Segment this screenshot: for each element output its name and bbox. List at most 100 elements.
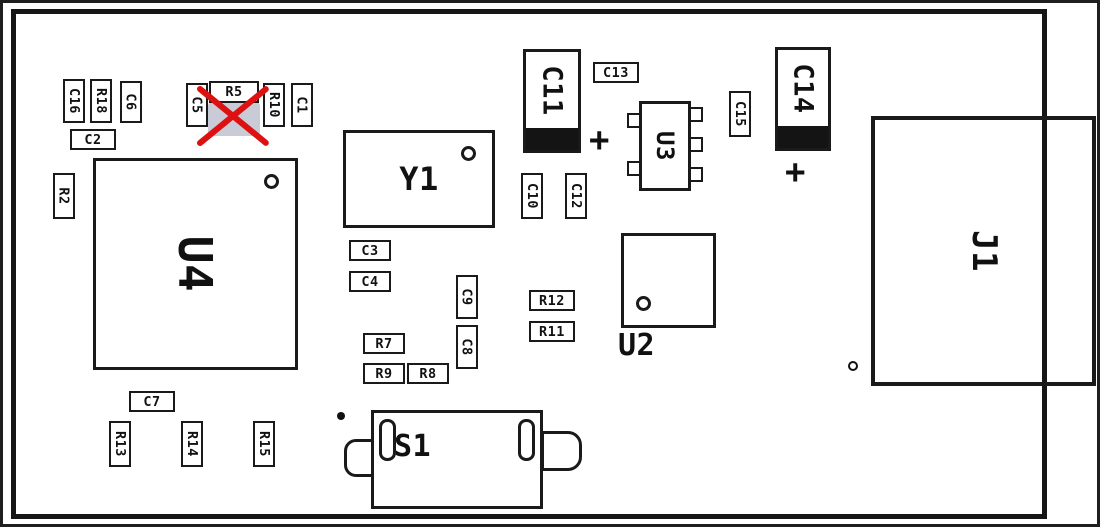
component-u3-label: U3 xyxy=(651,131,679,161)
component-c3-label-wrap: C3 xyxy=(351,242,389,259)
component-c2-label: C2 xyxy=(84,131,102,148)
r5-red-cross-mark xyxy=(195,84,271,148)
s1-right-actuator xyxy=(541,431,582,471)
component-c2-label-wrap: C2 xyxy=(72,131,114,148)
component-r15-label-wrap: R15 xyxy=(255,423,273,465)
component-c6: C6 xyxy=(120,81,142,123)
component-c15: C15 xyxy=(729,91,751,137)
component-c9: C9 xyxy=(456,275,478,319)
component-r12-label: R12 xyxy=(539,292,565,309)
component-r13-label: R13 xyxy=(112,431,129,457)
c14-polarity-band xyxy=(778,126,828,148)
component-c7-label: C7 xyxy=(143,393,161,410)
component-c6-label: C6 xyxy=(122,93,139,111)
u4-pin1-marker xyxy=(264,174,279,189)
component-c11: C11 xyxy=(523,49,581,153)
component-c4-label: C4 xyxy=(361,273,379,290)
c14-plus-sign: + xyxy=(785,152,806,192)
component-c14: C14 xyxy=(775,47,831,151)
component-u4-label: U4 xyxy=(168,235,223,293)
component-r2-label: R2 xyxy=(55,187,72,205)
component-c12-label-wrap: C12 xyxy=(567,175,585,217)
component-r10-label: R10 xyxy=(266,92,283,118)
component-r7-label-wrap: R7 xyxy=(365,335,403,352)
component-y1-label: Y1 xyxy=(399,160,439,198)
component-j1-label-wrap: J1 xyxy=(875,120,1092,382)
component-c14-label: C14 xyxy=(787,62,819,114)
s1-pin1-dot xyxy=(337,412,345,420)
j1-pin-dot xyxy=(848,361,858,371)
component-r9-label-wrap: R9 xyxy=(365,365,403,382)
component-c9-label: C9 xyxy=(458,288,475,306)
component-r12-label-wrap: R12 xyxy=(531,292,573,309)
component-u3-label-wrap: U3 xyxy=(642,104,688,188)
component-r14: R14 xyxy=(181,421,203,467)
component-c15-label: C15 xyxy=(732,101,749,127)
component-r5: R5 xyxy=(209,81,259,103)
component-c12-label: C12 xyxy=(568,183,585,209)
component-r18-label-wrap: R18 xyxy=(92,81,110,121)
component-c8-label-wrap: C8 xyxy=(458,327,476,367)
component-c3-label: C3 xyxy=(361,242,379,259)
component-r13: R13 xyxy=(109,421,131,467)
component-r11: R11 xyxy=(529,321,575,342)
component-r2: R2 xyxy=(53,173,75,219)
component-c3: C3 xyxy=(349,240,391,261)
component-r12: R12 xyxy=(529,290,575,311)
component-u2: U2 xyxy=(618,233,716,363)
component-c13: C13 xyxy=(593,62,639,83)
component-r8-label-wrap: R8 xyxy=(409,365,447,382)
component-u3: U3 xyxy=(639,101,691,191)
component-r18: R18 xyxy=(90,79,112,123)
component-u4-label-wrap: U4 xyxy=(96,161,295,367)
component-c1: C1 xyxy=(291,83,313,127)
component-c1-label: C1 xyxy=(293,96,310,114)
c11-plus-sign: + xyxy=(589,120,610,160)
component-j1: J1 xyxy=(871,116,1096,386)
u3-pin-left-1 xyxy=(627,161,641,176)
component-r9-label: R9 xyxy=(375,365,393,382)
u3-pin-right-2 xyxy=(689,167,703,182)
component-r8-label: R8 xyxy=(419,365,437,382)
s1-left-tab xyxy=(379,419,396,461)
component-r11-label: R11 xyxy=(539,323,565,340)
component-c11-label-wrap: C11 xyxy=(526,52,578,128)
u3-pin-right-0 xyxy=(689,107,703,122)
component-c10: C10 xyxy=(521,173,543,219)
component-c4-label-wrap: C4 xyxy=(351,273,389,290)
component-c8-label: C8 xyxy=(458,338,475,356)
component-r7-label: R7 xyxy=(375,335,393,352)
component-y1: Y1 xyxy=(343,130,495,228)
component-r14-label-wrap: R14 xyxy=(183,423,201,465)
component-s1-label: S1 xyxy=(394,429,432,464)
component-c4: C4 xyxy=(349,271,391,292)
s1-right-tab xyxy=(518,419,535,461)
component-c7: C7 xyxy=(129,391,175,412)
component-c16-label-wrap: C16 xyxy=(65,81,83,121)
component-r14-label: R14 xyxy=(184,431,201,457)
component-r9: R9 xyxy=(363,363,405,384)
component-c7-label-wrap: C7 xyxy=(131,393,173,410)
component-c16: C16 xyxy=(63,79,85,123)
component-c16-label: C16 xyxy=(66,88,83,114)
u2-pin1-marker xyxy=(636,296,651,311)
board-outline xyxy=(11,9,1047,519)
component-j1-label: J1 xyxy=(963,230,1004,272)
component-r11-label-wrap: R11 xyxy=(531,323,573,340)
component-u2-label: U2 xyxy=(618,328,656,363)
component-c13-label: C13 xyxy=(603,64,629,81)
component-c10-label-wrap: C10 xyxy=(523,175,541,217)
component-c12: C12 xyxy=(565,173,587,219)
u3-pin-left-0 xyxy=(627,113,641,128)
component-r15: R15 xyxy=(253,421,275,467)
component-r2-label-wrap: R2 xyxy=(55,175,73,217)
component-y1-label-wrap: Y1 xyxy=(346,133,492,225)
component-c11-label: C11 xyxy=(536,64,568,116)
s1-left-actuator xyxy=(344,439,374,477)
c11-polarity-band xyxy=(526,128,578,150)
y1-pin1-marker xyxy=(461,146,476,161)
component-c13-label-wrap: C13 xyxy=(595,64,637,81)
component-c15-label-wrap: C15 xyxy=(731,93,749,135)
